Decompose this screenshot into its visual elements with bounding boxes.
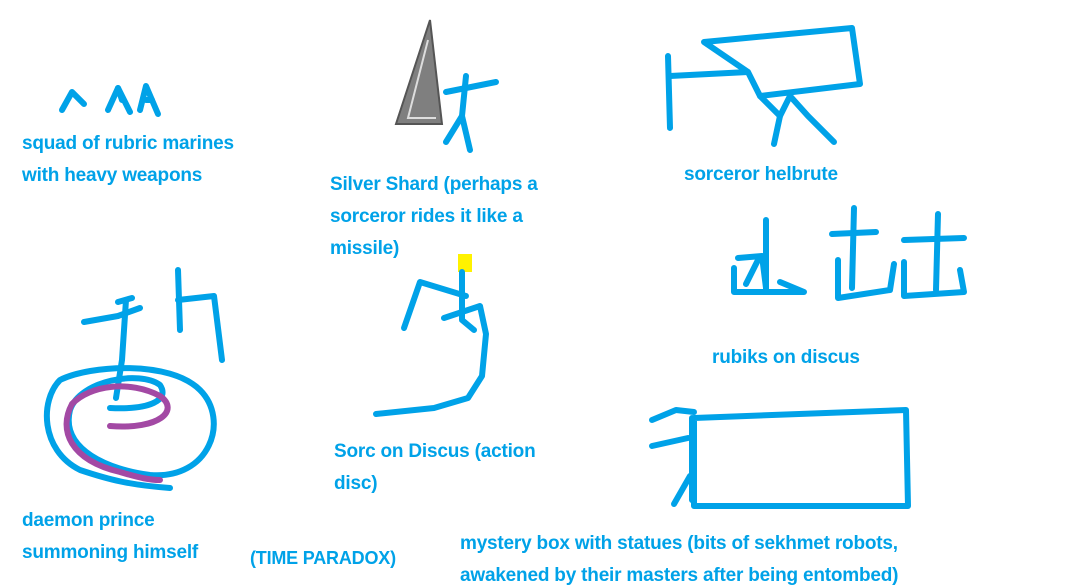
label-line: daemon prince xyxy=(22,510,155,531)
rubric-marines-drawing xyxy=(59,83,161,117)
label-line: Sorc on Discus (action xyxy=(334,441,536,462)
label-mystery-box: mystery box with statues (bits of sekhme… xyxy=(460,528,898,588)
label-line: sorceror rides it like a xyxy=(330,206,523,227)
label-helbrute: sorceror helbrute xyxy=(684,159,838,191)
label-line: rubiks on discus xyxy=(712,347,860,368)
label-line: summoning himself xyxy=(22,542,199,563)
label-line: sorceror helbrute xyxy=(684,164,838,185)
daemon-prince-drawing xyxy=(43,267,225,491)
label-line: with heavy weapons xyxy=(22,165,203,186)
label-silver-shard: Silver Shard (perhaps a sorceror rides i… xyxy=(330,169,538,265)
label-line: missile) xyxy=(330,238,400,259)
label-line: mystery box with statues (bits of sekhme… xyxy=(460,533,898,554)
label-time-paradox: (TIME PARADOX) xyxy=(250,548,396,568)
label-sorc-discus: Sorc on Discus (action disc) xyxy=(334,436,536,500)
rubiks-on-discus-drawing xyxy=(731,205,967,301)
label-line: Silver Shard (perhaps a xyxy=(330,174,538,195)
label-line: squad of rubric marines xyxy=(22,133,234,154)
label-rubric-squad: squad of rubric marines with heavy weapo… xyxy=(22,128,234,192)
label-daemon-prince: daemon prince summoning himself xyxy=(22,505,198,569)
sorc-on-discus-drawing xyxy=(373,254,489,417)
mystery-box-drawing xyxy=(649,407,911,509)
yellow-head xyxy=(458,254,472,272)
label-rubiks: rubiks on discus xyxy=(712,342,860,374)
label-line: awakened by their masters after being en… xyxy=(460,565,899,586)
helbrute-drawing xyxy=(665,25,863,147)
silver-shard-drawing xyxy=(394,19,499,153)
label-line: disc) xyxy=(334,473,378,494)
